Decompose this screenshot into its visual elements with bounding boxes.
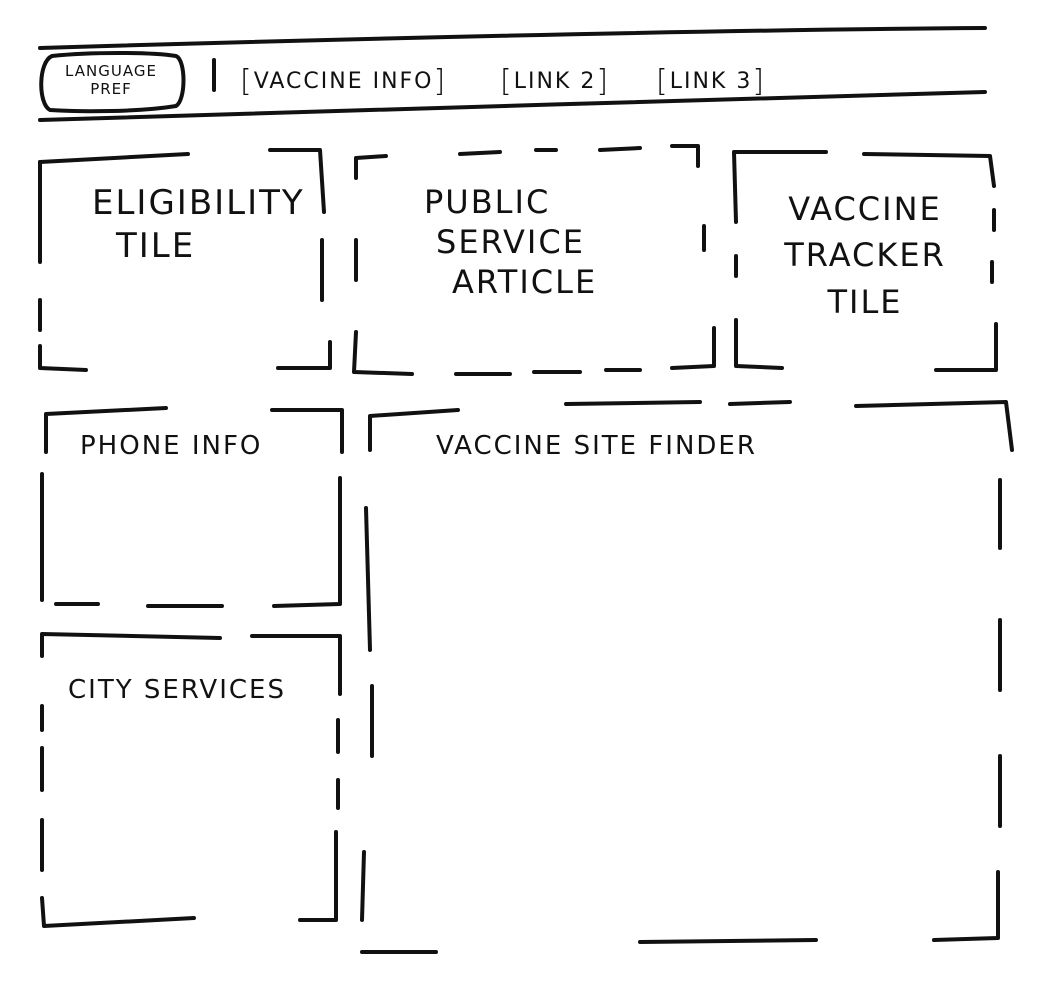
public-service-article-tile[interactable]: PUBLIC SERVICE ARTICLE: [424, 182, 597, 302]
nav-link-vaccine-info[interactable]: [VACCINE INFO]: [240, 64, 448, 99]
language-pref-label-line1: LANGUAGE: [65, 62, 157, 80]
city-services-label: CITY SERVICES: [68, 675, 286, 705]
language-pref-button[interactable]: LANGUAGE PREF: [40, 56, 182, 110]
nav-link-vaccine-info-label: VACCINE INFO: [253, 69, 434, 94]
header-rules: [38, 26, 987, 122]
nav-link-2-label: LINK 2: [513, 69, 597, 94]
public-service-line2: SERVICE: [436, 223, 585, 261]
vaccine-tracker-tile[interactable]: VACCINE TRACKER TILE: [760, 186, 970, 325]
vaccine-tracker-line3: TILE: [827, 282, 903, 321]
vaccine-site-finder-tile[interactable]: VACCINE SITE FINDER: [436, 430, 757, 463]
city-services-tile-outline: [40, 632, 342, 928]
nav-link-2[interactable]: [LINK 2]: [500, 64, 611, 99]
vaccine-tracker-tile-outline: [732, 150, 998, 372]
phone-info-label: PHONE INFO: [80, 431, 263, 461]
eligibility-tile-line1: ELIGIBILITY: [92, 183, 305, 223]
public-service-line3: ARTICLE: [452, 263, 598, 301]
public-service-line1: PUBLIC: [424, 183, 551, 221]
vaccine-tracker-line2: TRACKER: [784, 236, 946, 275]
site-finder-label: VACCINE SITE FINDER: [436, 431, 757, 461]
public-service-tile-outline: [352, 144, 716, 376]
nav-link-3[interactable]: [LINK 3]: [656, 64, 767, 99]
nav-link-3-label: LINK 3: [669, 69, 753, 94]
site-finder-tile-outline: [360, 400, 1014, 954]
language-pref-label-line2: PREF: [90, 80, 132, 98]
eligibility-tile-line2: TILE: [116, 225, 196, 266]
vaccine-tracker-line1: VACCINE: [788, 190, 942, 228]
phone-info-tile[interactable]: PHONE INFO: [80, 430, 262, 463]
phone-info-tile-outline: [40, 406, 344, 608]
city-services-tile[interactable]: CITY SERVICES: [68, 674, 286, 707]
eligibility-tile[interactable]: ELIGIBILITY TILE: [92, 182, 305, 267]
language-pref-outline: [39, 51, 186, 114]
eligibility-tile-outline: [38, 148, 332, 372]
